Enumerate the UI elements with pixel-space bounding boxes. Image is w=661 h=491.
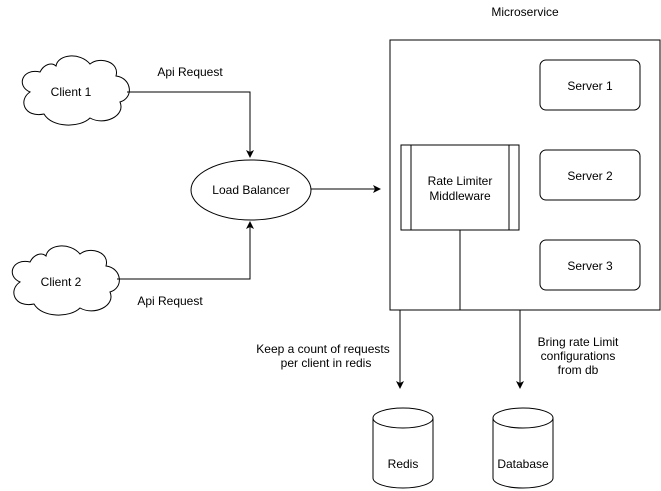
redis-cylinder-top-icon (372, 407, 434, 429)
client-1-label: Client 1 (51, 85, 92, 99)
edge-client1-to-loadbalancer (127, 91, 254, 158)
database-cylinder-body-icon (492, 418, 554, 489)
db-note-line-1: Bring rate Limit (538, 335, 619, 349)
server-1-label: Server 1 (567, 79, 613, 93)
server-1-node: Server 1 (539, 59, 641, 111)
redis-cylinder-body-icon (372, 418, 434, 489)
server-2-node: Server 2 (539, 149, 641, 201)
rate-limiter-middleware-node: Rate Limiter Middleware (400, 144, 520, 231)
redis-label: Redis (388, 457, 419, 471)
middleware-label-line-1: Rate Limiter (428, 174, 493, 188)
middleware-box (400, 144, 520, 231)
client-2-node: Client 2 (11, 245, 120, 316)
server-3-node: Server 3 (539, 239, 641, 291)
server-2-box (539, 149, 641, 201)
client-1-cloud-icon (21, 55, 130, 126)
microservice-title: Microservice (491, 5, 559, 19)
server-2-label: Server 2 (567, 169, 613, 183)
db-note-line-3: from db (558, 363, 599, 377)
redis-note-line-1: Keep a count of requests (256, 342, 389, 356)
api-request-label-top: Api Request (157, 65, 223, 79)
client-2-cloud-icon (11, 245, 120, 316)
db-note-line-2: configurations (541, 349, 616, 363)
redis-note-line-2: per client in redis (281, 356, 372, 370)
redis-node: Redis (372, 407, 434, 489)
edge-client2-to-loadbalancer (117, 221, 254, 280)
server-3-label: Server 3 (567, 259, 613, 273)
database-node: Database (492, 407, 554, 489)
database-label: Database (497, 457, 549, 471)
middleware-label-line-2: Middleware (429, 189, 491, 203)
database-cylinder-top-icon (492, 407, 554, 429)
api-request-label-bottom: Api Request (137, 294, 203, 308)
server-1-box (539, 59, 641, 111)
load-balancer-label: Load Balancer (212, 183, 289, 197)
client-2-label: Client 2 (41, 275, 82, 289)
client-1-node: Client 1 (21, 55, 130, 126)
server-3-box (539, 239, 641, 291)
load-balancer-node: Load Balancer (190, 159, 312, 221)
load-balancer-ellipse (190, 159, 312, 221)
